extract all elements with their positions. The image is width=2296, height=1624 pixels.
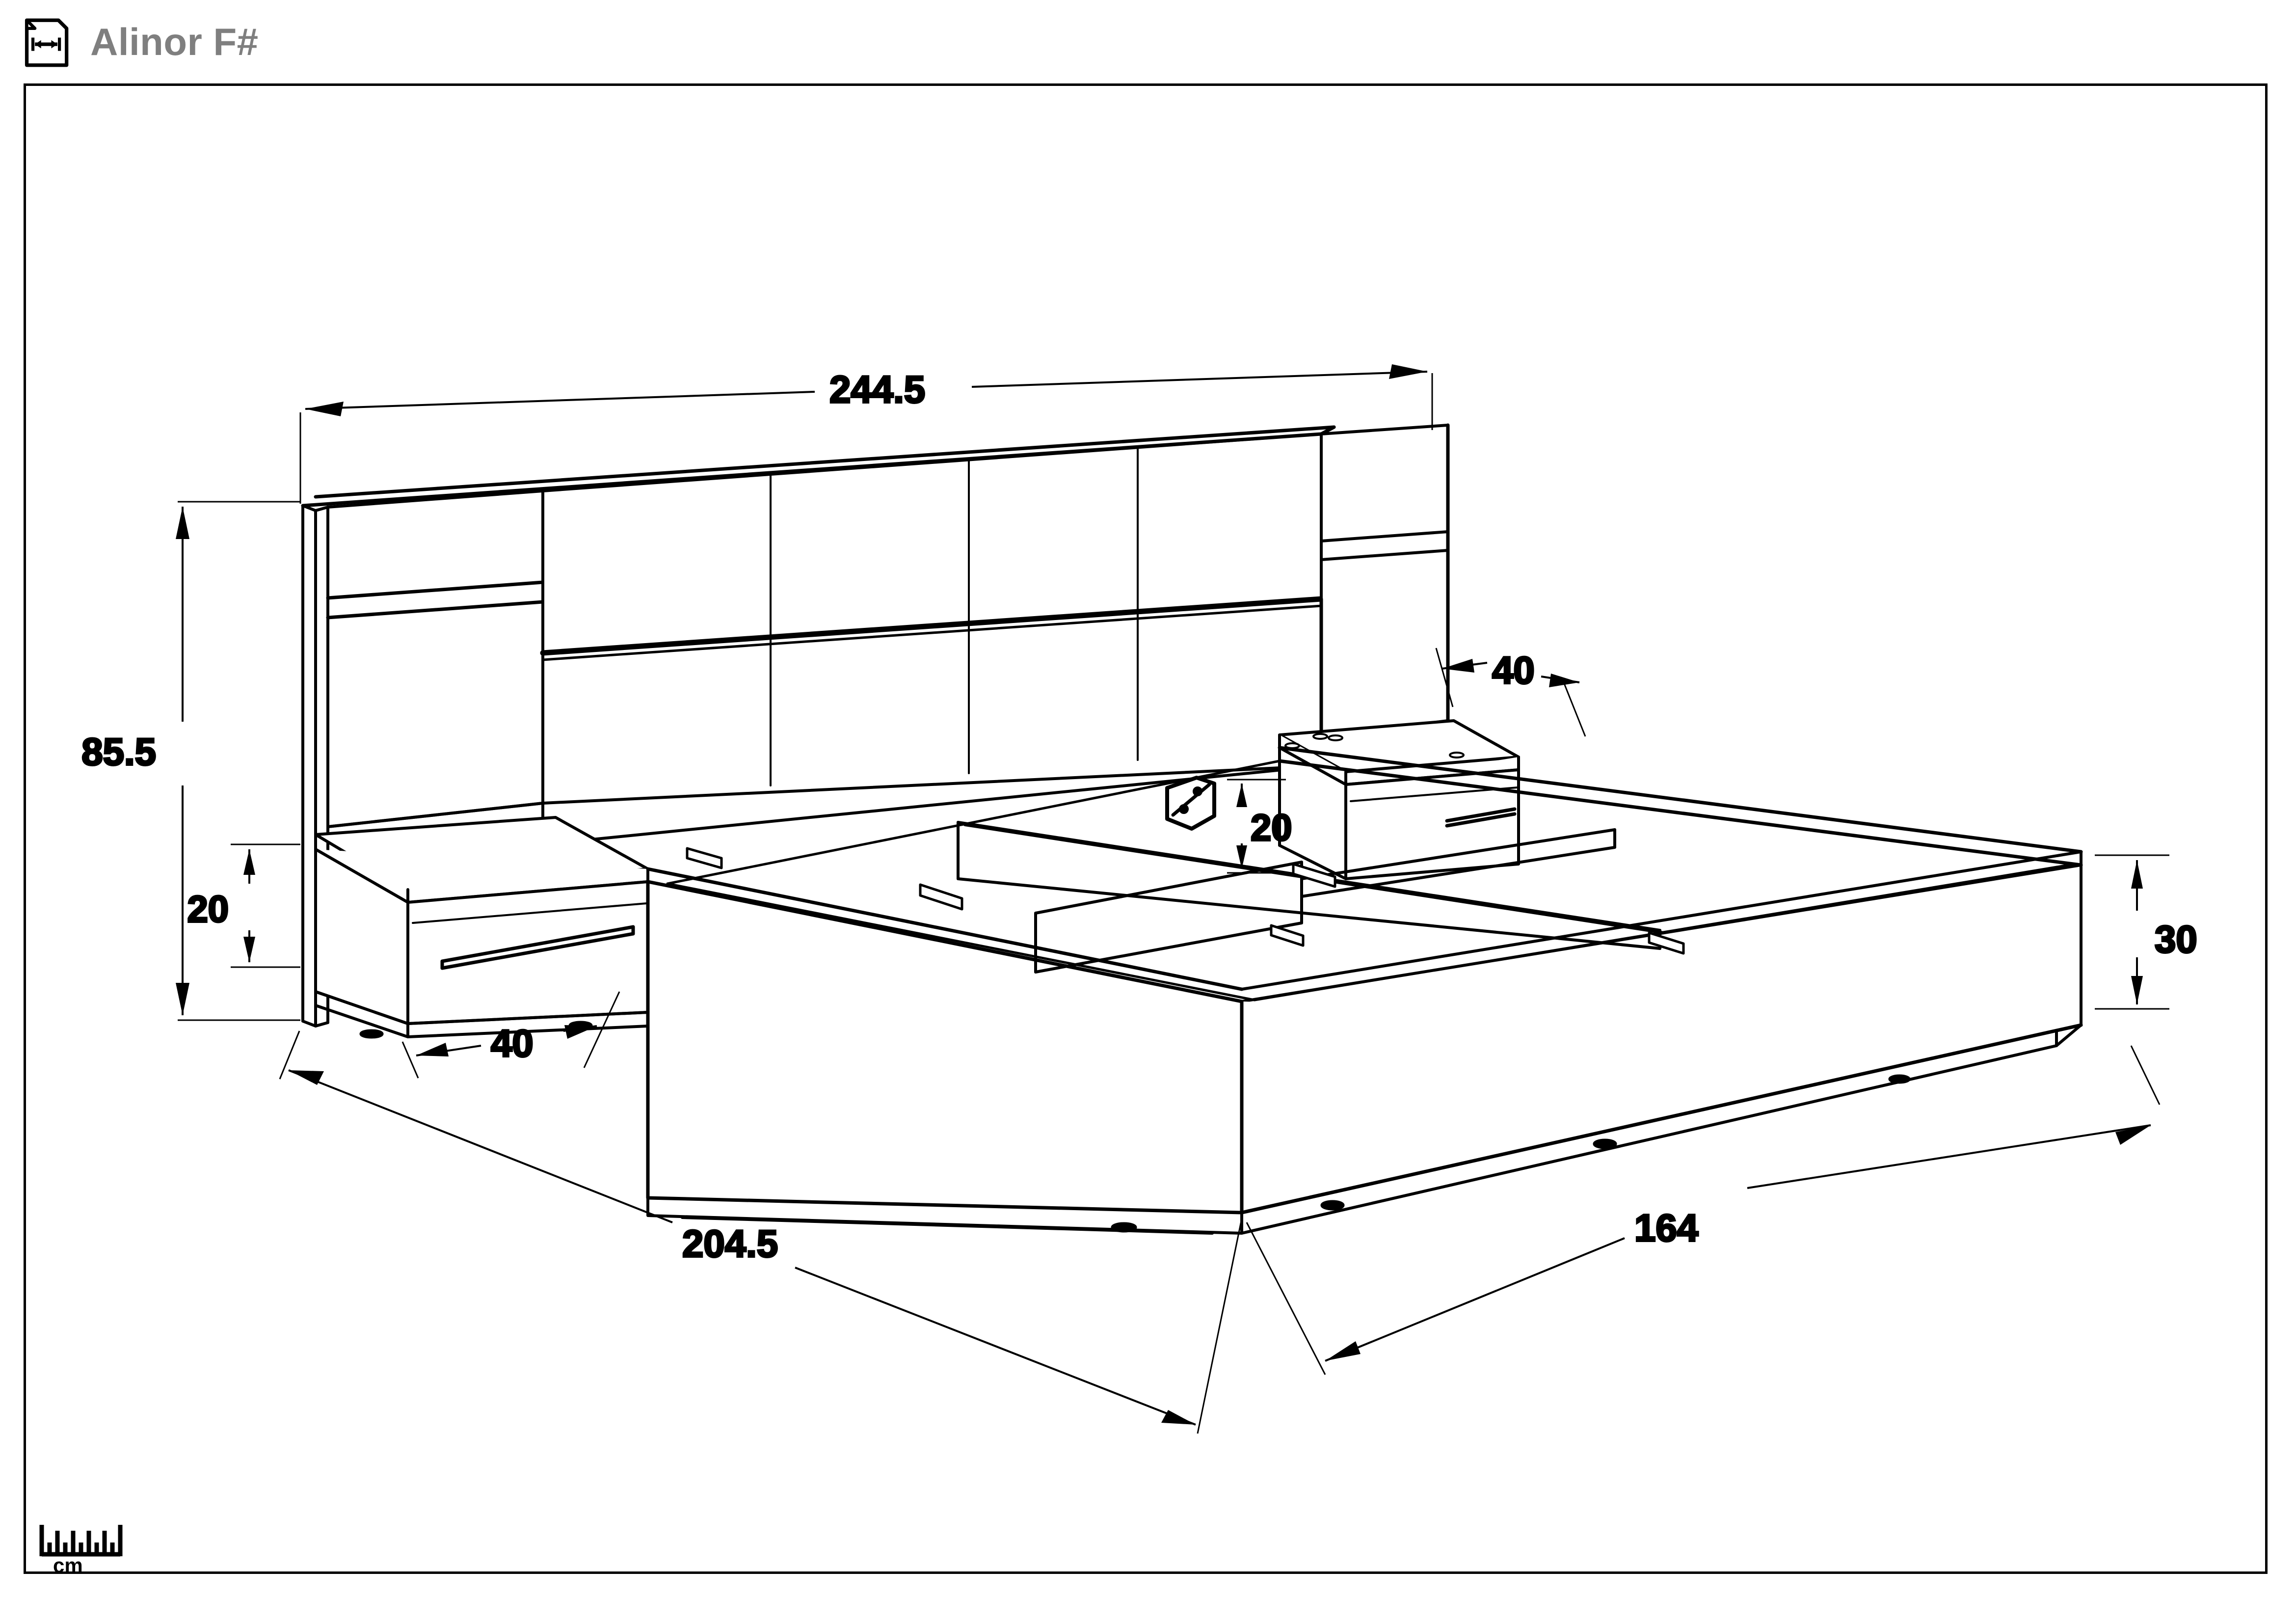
ruler-icon xyxy=(39,1525,123,1557)
page-title: Alinor F# xyxy=(90,20,259,63)
scale-unit-label: cm xyxy=(53,1554,83,1577)
title-bar: Alinor F# xyxy=(0,0,2296,83)
drawing-frame xyxy=(24,83,2268,1574)
document-dimension-icon xyxy=(25,18,69,67)
